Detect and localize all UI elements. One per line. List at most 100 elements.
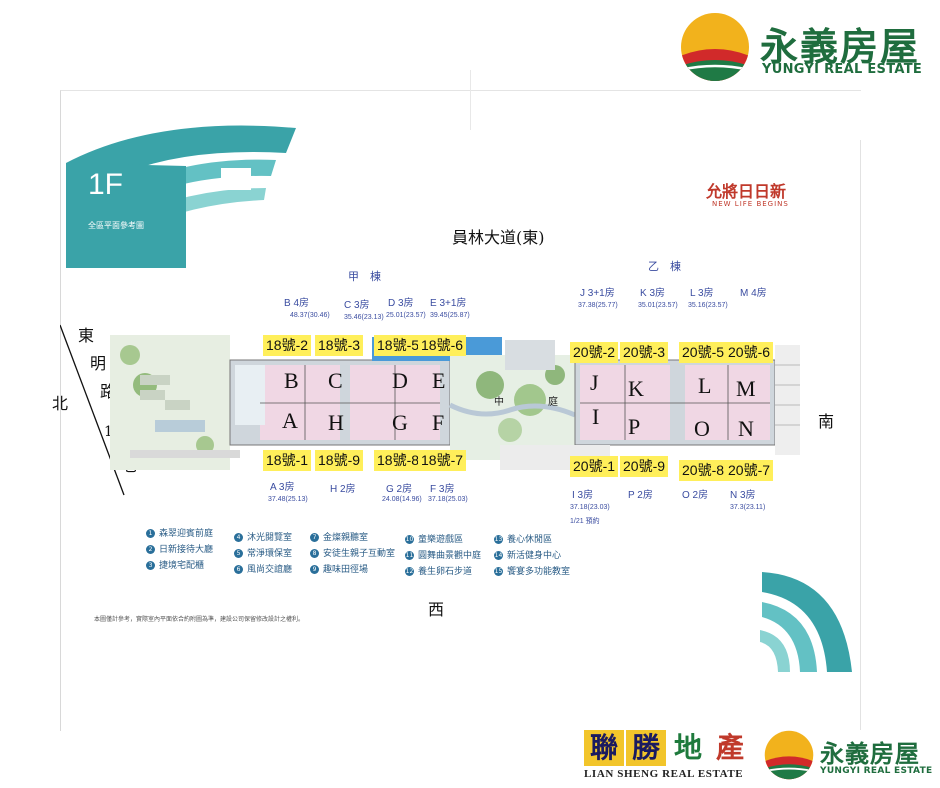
unit-letter-d: D [392, 368, 408, 393]
legend-num: 8 [310, 549, 319, 558]
unit-letter-p: P [628, 414, 641, 439]
sheet-edge [860, 140, 861, 730]
courtyard-label-left: 中 [494, 397, 504, 408]
legend-item-15: 15 饗宴多功能教室 [494, 564, 570, 577]
partner-char-4: 產 [710, 730, 750, 766]
legend-item-11: 11 圓舞曲景觀中庭 [405, 548, 481, 561]
project-subtitle: NEW LIFE BEGINS [712, 200, 789, 208]
unit-letter-c: C [328, 368, 343, 393]
wave-decoration [752, 572, 862, 682]
legend-item-13: 13 養心休閒區 [494, 532, 552, 545]
note-k-type: K 3房 [640, 288, 666, 299]
floor-caption: 全區平面參考圖 [88, 221, 144, 230]
partner-char-3: 地 [668, 730, 708, 766]
note-extra: 1/21 預約 [570, 518, 600, 525]
legend-label: 趣味田徑場 [323, 565, 369, 575]
unit-tag-20-7: 20號-7 [725, 460, 774, 481]
note-d-type: D 3房 [388, 298, 414, 309]
unit-letter-j: J [590, 370, 599, 395]
note-o-type: O 2房 [682, 490, 709, 501]
legend-label: 養生卵石步道 [418, 567, 473, 577]
note-g-size: 24.08(14.96) [382, 496, 422, 503]
legend-num: 15 [494, 567, 503, 576]
legend-label: 養心休閒區 [507, 535, 553, 545]
legend-item-2: 2 日新接待大廳 [146, 542, 213, 555]
note-e-type: E 3+1房 [430, 298, 467, 309]
unit-tag-20-1: 20號-1 [570, 456, 619, 477]
partner-char-1: 聯 [584, 730, 624, 766]
unit-letter-f: F [432, 410, 445, 435]
unit-letter-h: H [328, 410, 344, 435]
legend-num: 2 [146, 545, 155, 554]
unit-tag-20-9: 20號-9 [620, 456, 669, 477]
legend-num: 11 [405, 551, 414, 560]
note-a-size: 37.48(25.13) [268, 496, 308, 503]
unit-letter-o: O [694, 416, 710, 441]
unit-tag-20-2: 20號-2 [570, 342, 619, 363]
north-label: 北 [52, 394, 69, 413]
legend-num: 5 [234, 549, 243, 558]
legend-label: 金燦親聽室 [323, 533, 369, 543]
note-h-type: H 2房 [330, 484, 356, 495]
building-b-label: 乙 棟 [648, 260, 681, 273]
brand-name-bottom: 永義房屋 [820, 740, 920, 768]
unit-letter-i: I [592, 404, 600, 429]
legend-label: 圓舞曲景觀中庭 [418, 551, 482, 561]
legend-label: 常淨環保室 [247, 549, 293, 559]
unit-tag-18-1: 18號-1 [263, 450, 312, 471]
note-f-size: 37.18(25.03) [428, 496, 468, 503]
legend-num: 6 [234, 565, 243, 574]
note-p-type: P 2房 [628, 490, 653, 501]
note-d-size: 25.01(23.57) [386, 312, 426, 319]
legend-num: 14 [494, 551, 503, 560]
project-title: 允將日日新 [706, 182, 787, 201]
legend-num: 13 [494, 535, 503, 544]
west-label: 西 [428, 600, 445, 619]
floor-badge [66, 108, 296, 278]
unit-tag-18-6: 18號-6 [418, 335, 467, 356]
plan-footnote: 本圖僅計參考，實際室內平面依合約附圖為準，建設公司保留修改設計之權利。 [94, 616, 305, 623]
south-label: 南 [818, 412, 835, 431]
legend-item-5: 5 常淨環保室 [234, 546, 292, 559]
unit-letter-e: E [432, 368, 446, 393]
legend-label: 饗宴多功能教室 [507, 567, 571, 577]
building-a-label: 甲 棟 [348, 270, 381, 283]
legend-label: 日新接待大廳 [159, 545, 214, 555]
note-k-size: 35.01(23.57) [638, 302, 678, 309]
note-b-type: B 4房 [284, 298, 310, 309]
note-i-size: 37.18(23.03) [570, 504, 610, 511]
unit-letter-a: A [282, 408, 298, 433]
unit-letter-n: N [738, 416, 754, 441]
legend-num: 10 [405, 535, 414, 544]
road-west-char-2: 明 [90, 354, 107, 373]
legend-label: 捷境宅配櫃 [159, 561, 205, 571]
unit-tag-18-7: 18號-7 [418, 450, 467, 471]
unit-tag-20-8: 20號-8 [679, 460, 728, 481]
yungyi-logo-small-icon [764, 730, 814, 780]
note-j-size: 37.38(25.77) [578, 302, 618, 309]
legend-item-12: 12 養生卵石步道 [405, 564, 472, 577]
site-plan-drawing [110, 325, 800, 475]
legend-num: 4 [234, 533, 243, 542]
note-i-type: I 3房 [572, 490, 594, 501]
legend-label: 風尚交誼廳 [247, 565, 293, 575]
legend-item-6: 6 風尚交誼廳 [234, 562, 292, 575]
plan-sheet [60, 90, 861, 731]
legend-num: 12 [405, 567, 414, 576]
unit-tag-18-8: 18號-8 [374, 450, 423, 471]
unit-tag-18-9: 18號-9 [315, 450, 364, 471]
note-j-type: J 3+1房 [580, 288, 615, 299]
note-l-type: L 3房 [690, 288, 714, 299]
unit-tag-20-6: 20號-6 [725, 342, 774, 363]
note-n-type: N 3房 [730, 490, 756, 501]
note-e-size: 39.45(25.87) [430, 312, 470, 319]
legend-num: 1 [146, 529, 155, 538]
note-l-size: 35.16(23.57) [688, 302, 728, 309]
legend-num: 3 [146, 561, 155, 570]
